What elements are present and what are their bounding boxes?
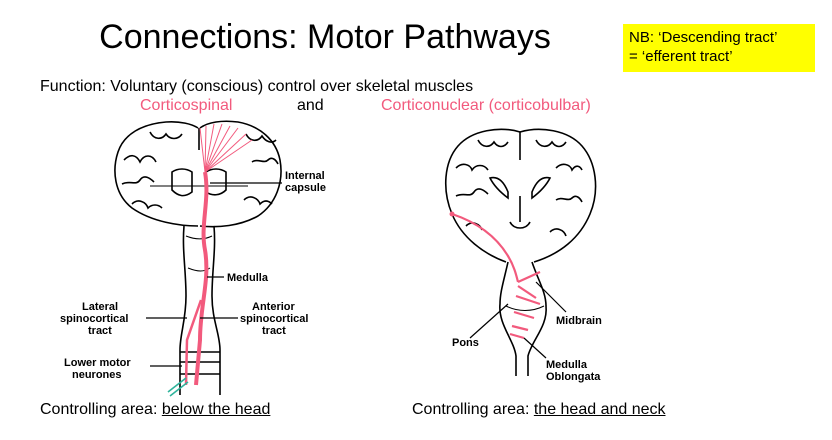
label-pons: Pons (452, 337, 479, 349)
label-anterior-3: tract (262, 325, 286, 337)
right-leader-lines (469, 281, 567, 359)
left-fanning-fibers (199, 123, 253, 173)
label-lateral-3: tract (88, 325, 112, 337)
label-lmn-2: neurones (72, 369, 122, 381)
note-line-2: = ‘efferent tract’ (629, 48, 733, 65)
label-anterior-2: spinocortical (240, 313, 308, 325)
label-internal-capsule-2: capsule (285, 182, 326, 194)
controlling-area-below-head: below the head (161, 401, 271, 418)
corticonuclear-tract (451, 212, 541, 340)
controlling-prefix-left: Controlling area: (40, 401, 162, 418)
label-midbrain: Midbrain (556, 315, 602, 327)
label-anterior-1: Anterior (252, 301, 296, 313)
label-lateral-1: Lateral (82, 301, 118, 313)
corticonuclear-label: Corticonuclear (corticobulbar) (381, 97, 591, 114)
lateral-tract-branch (184, 299, 203, 386)
label-medulla-oblongata-2: Oblongata (546, 371, 601, 383)
right-brain-outline (444, 128, 597, 376)
controlling-prefix-right: Controlling area: (412, 401, 534, 418)
left-leader-lines (146, 182, 282, 367)
corticospinal-label: Corticospinal (140, 97, 233, 114)
function-text: Function: Voluntary (conscious) control … (40, 78, 474, 95)
label-lmn-1: Lower motor (64, 357, 131, 369)
fiber-origin-dot (449, 211, 455, 217)
note-line-1: NB: ‘Descending tract’ (629, 29, 778, 46)
controlling-area-left: Controlling area: below the head (40, 401, 270, 419)
label-medulla-oblongata-1: Medulla (546, 359, 588, 371)
label-medulla: Medulla (227, 272, 269, 284)
corticospinal-tract (194, 171, 209, 386)
label-lateral-2: spinocortical (60, 313, 128, 325)
label-internal-capsule-1: Internal (285, 170, 325, 182)
left-brain-outline (114, 120, 282, 395)
controlling-area-head-neck: the head and neck (533, 401, 666, 418)
and-label: and (297, 97, 324, 114)
note-box: NB: ‘Descending tract’ = ‘efferent tract… (623, 24, 815, 72)
lower-motor-neurone-lines (167, 377, 189, 397)
page-title: Connections: Motor Pathways (99, 18, 551, 56)
controlling-area-right: Controlling area: the head and neck (412, 401, 666, 419)
